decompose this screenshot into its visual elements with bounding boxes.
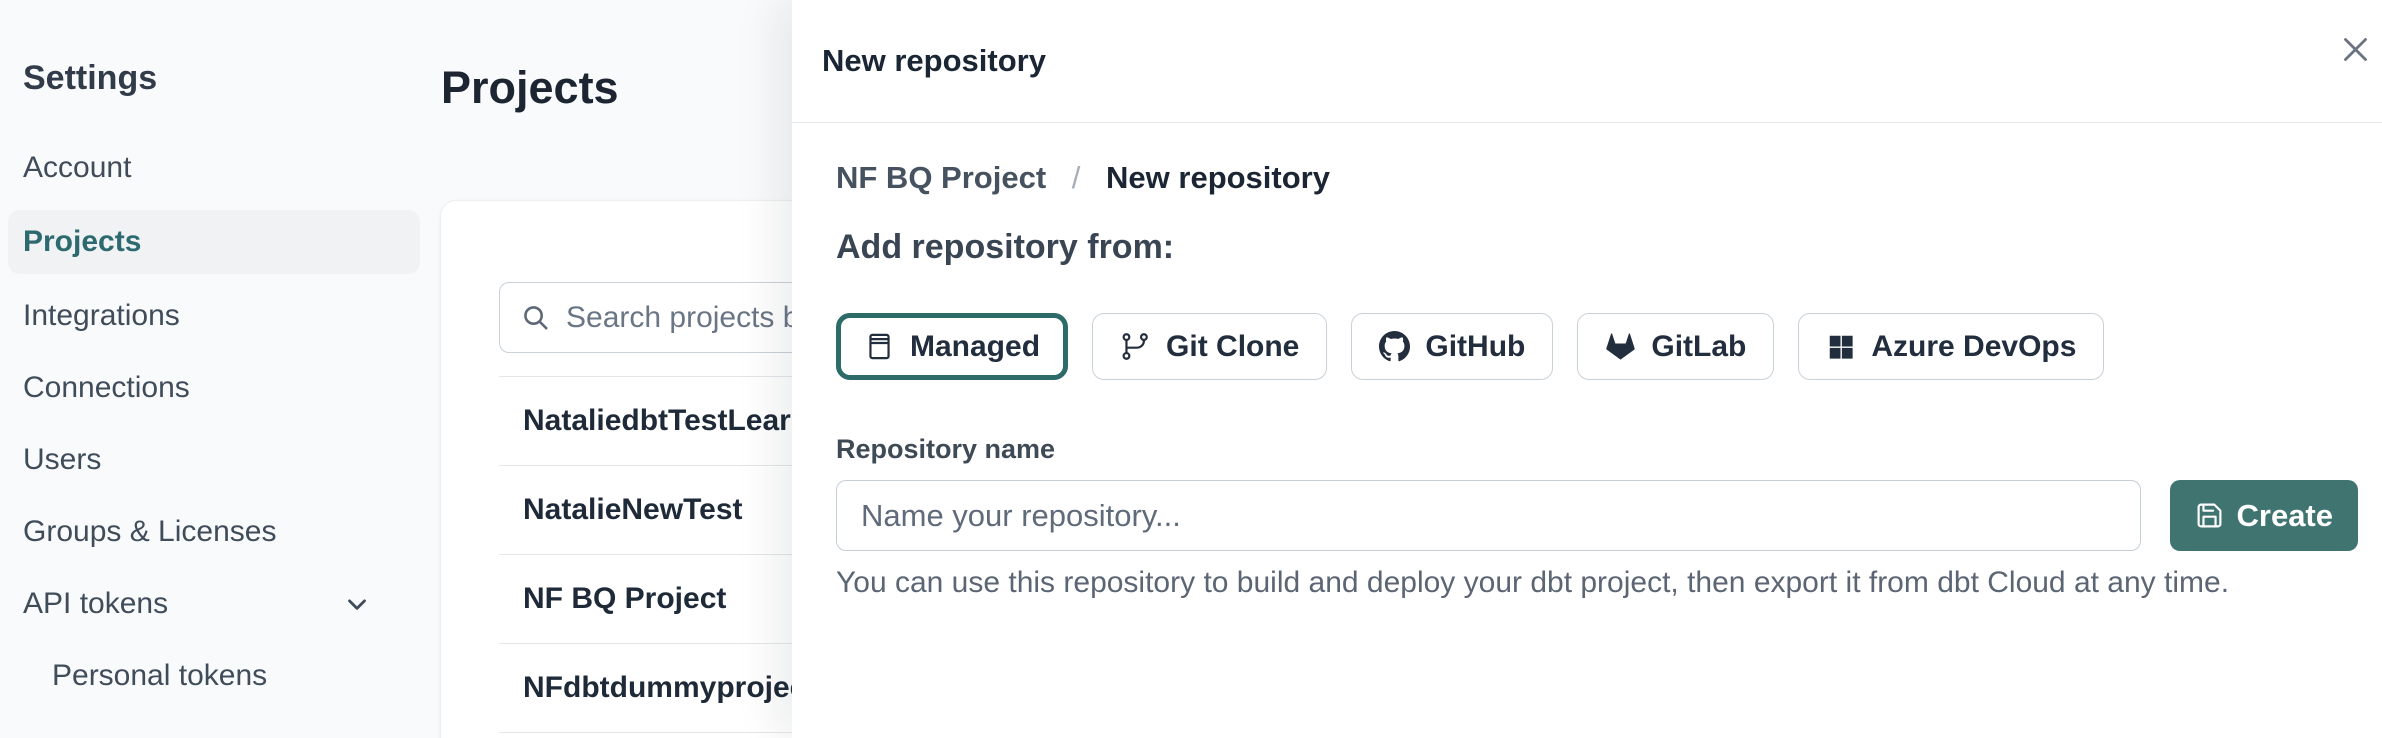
sidebar-item-label: Projects (23, 225, 142, 258)
azure-devops-icon (1826, 332, 1856, 362)
repository-form-row: Create (836, 480, 2358, 551)
gitlab-icon (1605, 331, 1636, 362)
breadcrumb-project-link[interactable]: NF BQ Project (836, 160, 1047, 195)
project-name: NatalieNewTest (523, 493, 743, 526)
github-icon (1379, 331, 1411, 362)
sidebar-item-connections[interactable]: Connections (0, 352, 420, 424)
page-title: Projects (441, 62, 619, 113)
repo-source-label: Git Clone (1166, 329, 1300, 363)
modal-header: New repository (792, 0, 2382, 123)
sidebar-item-label: Users (23, 443, 102, 476)
add-repository-heading: Add repository from: (836, 228, 1175, 266)
breadcrumb-current: New repository (1106, 160, 1330, 195)
repo-source-azure-devops[interactable]: Azure DevOps (1798, 313, 2105, 380)
close-icon-glyph (2343, 37, 2367, 61)
project-name: NFdbtdummyproject (523, 671, 817, 704)
sidebar-item-groups-licenses[interactable]: Groups & Licenses (0, 496, 420, 568)
helper-text: You can use this repository to build and… (836, 566, 2230, 599)
sidebar-item-label: Integrations (23, 299, 180, 332)
breadcrumb: NF BQ Project / New repository (836, 158, 2358, 198)
repo-source-label: GitHub (1425, 329, 1526, 363)
repo-source-managed[interactable]: Managed (836, 313, 1069, 380)
sidebar-title: Settings (23, 59, 158, 97)
save-icon (2195, 501, 2224, 530)
sidebar-item-integrations[interactable]: Integrations (0, 280, 420, 352)
sidebar-item-label: Account (23, 151, 132, 184)
sidebar-item-personal-tokens[interactable]: Personal tokens (0, 640, 420, 712)
sidebar-item-projects[interactable]: Projects (8, 210, 420, 274)
repo-source-github[interactable]: GitHub (1351, 313, 1554, 380)
sidebar-item-users[interactable]: Users (0, 424, 420, 496)
project-name: NF BQ Project (523, 582, 727, 615)
create-button-label: Create (2236, 497, 2334, 533)
repository-name-input[interactable] (836, 480, 2141, 551)
sidebar-item-label: API tokens (23, 587, 169, 620)
git-branch-icon (1120, 331, 1151, 362)
new-repository-modal: New repository NF BQ Project / New repos… (792, 0, 2382, 738)
repo-source-label: Azure DevOps (1871, 329, 2077, 363)
close-icon[interactable] (2332, 26, 2378, 72)
repository-name-label: Repository name (836, 434, 1056, 464)
sidebar-item-label: Personal tokens (52, 659, 268, 692)
repo-source-gitlab[interactable]: GitLab (1577, 313, 1775, 380)
chevron-down-icon (342, 589, 372, 619)
modal-body: NF BQ Project / New repository Add repos… (792, 123, 2382, 602)
sidebar-item-api-tokens[interactable]: API tokens (0, 568, 420, 640)
create-button[interactable]: Create (2169, 480, 2358, 551)
sidebar-item-label: Groups & Licenses (23, 515, 277, 548)
modal-title: New repository (822, 43, 1046, 78)
project-name: NataliedbtTestLearn T (523, 404, 836, 437)
managed-repo-icon (864, 331, 895, 362)
breadcrumb-separator: / (1071, 160, 1081, 195)
sidebar-item-account[interactable]: Account (0, 132, 420, 204)
repo-source-git-clone[interactable]: Git Clone (1092, 313, 1328, 380)
sidebar-item-label: Connections (23, 371, 190, 404)
repo-source-label: GitLab (1651, 329, 1747, 363)
repo-source-buttons: Managed Git Clone GitHub GitLab Azure DevOps (836, 313, 2358, 380)
repo-source-label: Managed (910, 329, 1041, 363)
